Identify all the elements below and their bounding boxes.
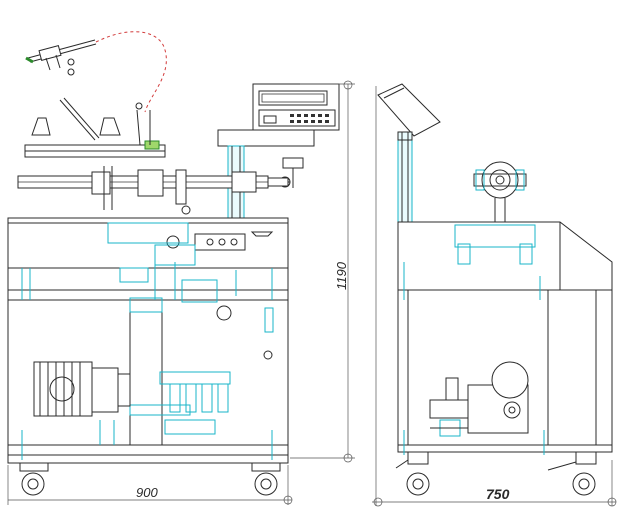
front-width-dimension: 900 xyxy=(7,465,293,505)
front-width-label: 900 xyxy=(136,485,158,500)
control-panel xyxy=(217,83,340,147)
side-cabinet xyxy=(397,221,613,453)
side-casters xyxy=(395,451,597,496)
height-dimension: 1190 xyxy=(290,80,355,463)
spray-gun xyxy=(25,39,97,76)
front-view xyxy=(7,31,340,496)
front-cabinet xyxy=(7,222,289,464)
side-width-dimension: 750 xyxy=(372,86,617,507)
side-view xyxy=(377,83,613,496)
side-pump xyxy=(429,361,529,434)
front-table-top xyxy=(7,217,289,224)
gun-holder xyxy=(24,97,166,158)
height-label: 1190 xyxy=(334,261,349,290)
side-control-panel xyxy=(377,83,441,229)
front-motor xyxy=(33,361,131,417)
screw-shaft xyxy=(17,166,289,215)
air-hose xyxy=(95,31,167,113)
front-casters xyxy=(19,462,281,496)
side-width-label: 750 xyxy=(486,486,510,502)
side-fixture xyxy=(473,161,527,222)
front-internal-parts xyxy=(21,222,274,460)
